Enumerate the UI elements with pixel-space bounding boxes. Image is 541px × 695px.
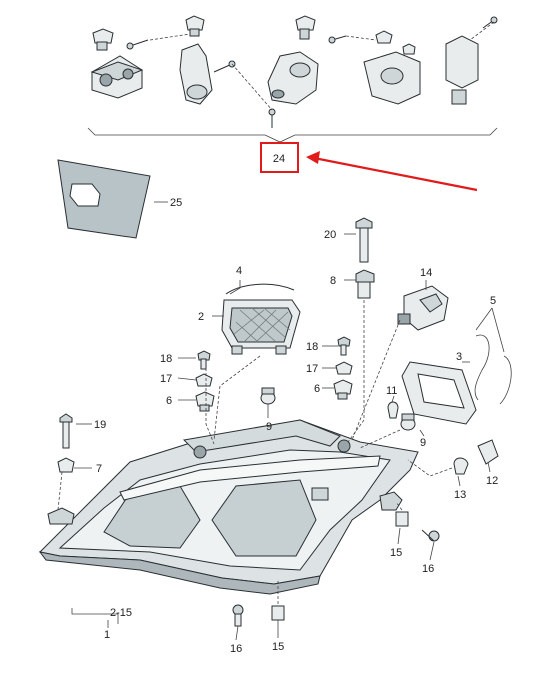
label-6-right: 6 xyxy=(314,383,320,395)
pad-part-25 xyxy=(57,159,168,239)
wire-clip-part-5b xyxy=(499,355,512,405)
label-12: 12 xyxy=(486,475,498,487)
headlight-housing xyxy=(38,419,419,595)
module-part-3 xyxy=(401,361,477,425)
actuator-part-14 xyxy=(397,285,449,331)
bulb-part-13 xyxy=(453,457,469,475)
bracket-center-left xyxy=(179,43,213,105)
label-18-right: 18 xyxy=(306,341,318,353)
bracket-center-right xyxy=(363,51,421,105)
label-7: 7 xyxy=(96,463,102,475)
bracket-kit-group xyxy=(87,15,498,143)
bushing-part-8 xyxy=(355,269,375,299)
screw-set xyxy=(126,16,498,128)
bulb-part-11 xyxy=(387,401,399,419)
clip-part-7 xyxy=(57,457,75,473)
part-labels: 2 4 3 5 20 8 14 18 17 6 18 17 6 19 7 9 1… xyxy=(94,229,498,655)
clip-part-17-right xyxy=(335,361,353,375)
label-11: 11 xyxy=(386,385,397,397)
screw-part-16-bottom xyxy=(232,604,244,627)
wire-clip-part-5a xyxy=(474,334,490,401)
label-17-right: 17 xyxy=(306,363,318,375)
label-19: 19 xyxy=(94,419,106,431)
label-14: 14 xyxy=(420,267,432,279)
label-3: 3 xyxy=(456,351,462,363)
label-15-right: 15 xyxy=(390,547,402,559)
label-4: 4 xyxy=(236,265,242,277)
screw-part-19 xyxy=(59,413,73,449)
label-24: 24 xyxy=(273,153,285,165)
bracket-center xyxy=(267,51,319,105)
leader-lines xyxy=(57,233,505,641)
screw-part-20 xyxy=(355,217,373,263)
bulb-part-9-left xyxy=(260,387,276,405)
label-16-bottom: 16 xyxy=(230,643,242,655)
socket-part-12 xyxy=(477,439,499,465)
bracket-left xyxy=(90,55,144,99)
clip-part-6-left xyxy=(195,391,215,412)
clip-2 xyxy=(185,15,205,37)
bulb-part-9-right xyxy=(400,413,416,431)
label-1: 1 xyxy=(104,629,110,641)
clip-part-6-right xyxy=(333,379,353,400)
clip-1 xyxy=(92,28,114,51)
screw-part-18-left xyxy=(197,350,211,370)
screw-part-16-right xyxy=(421,529,440,542)
label-9-left: 9 xyxy=(266,421,272,433)
label-17-left: 17 xyxy=(160,373,172,385)
bracket-right xyxy=(445,35,479,105)
label-15-bottom: 15 xyxy=(272,641,284,653)
screw-part-18-right xyxy=(337,336,351,356)
label-8: 8 xyxy=(330,275,336,287)
label-2-15: 2-15 xyxy=(110,607,132,619)
label-2: 2 xyxy=(198,311,204,323)
label-18-left: 18 xyxy=(160,353,172,365)
clip-part-15-right xyxy=(395,511,409,527)
label-5: 5 xyxy=(490,295,496,307)
label-25: 25 xyxy=(170,197,182,209)
highlight-arrow xyxy=(306,151,478,192)
callout-box-24 xyxy=(260,142,299,173)
gasket-part-4 xyxy=(225,283,295,295)
label-6-left: 6 xyxy=(166,395,172,407)
clip-part-15-bottom xyxy=(271,605,285,621)
label-9-right: 9 xyxy=(420,437,426,449)
label-13: 13 xyxy=(454,489,466,501)
vent-cover-part-2 xyxy=(221,299,301,355)
clip-4 xyxy=(375,30,416,55)
clip-part-17-left xyxy=(195,373,213,387)
clip-3 xyxy=(295,15,316,40)
label-16-right: 16 xyxy=(422,563,434,575)
label-20: 20 xyxy=(324,229,336,241)
